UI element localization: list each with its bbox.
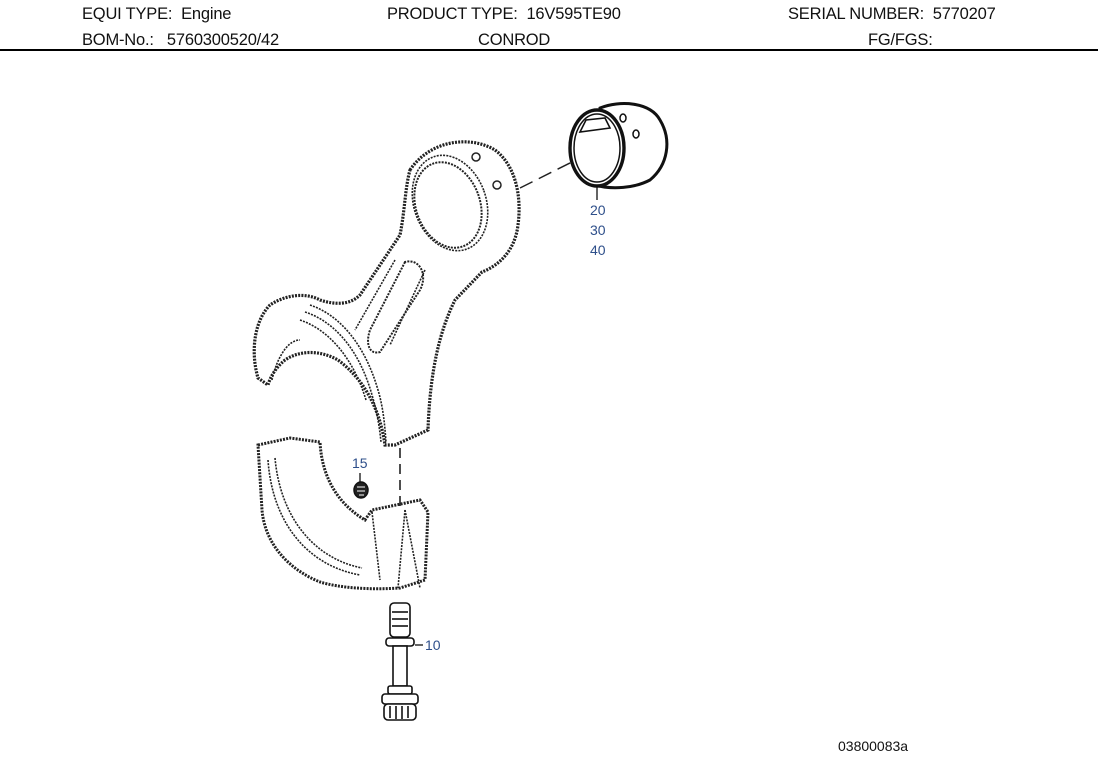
equi-type: EQUI TYPE: Engine bbox=[82, 5, 231, 24]
fg-label: FG/FGS: bbox=[868, 31, 933, 49]
bom-label: BOM-No.: bbox=[82, 31, 154, 49]
equi-type-label: EQUI TYPE: bbox=[82, 5, 173, 23]
callout-40[interactable]: 40 bbox=[590, 242, 606, 258]
bom-number: BOM-No.: 5760300520/42 bbox=[82, 31, 279, 50]
dowel-pin-icon bbox=[353, 473, 369, 499]
callout-30[interactable]: 30 bbox=[590, 222, 606, 238]
product-type: PRODUCT TYPE: 16V595TE90 bbox=[387, 5, 621, 24]
bushing-icon bbox=[568, 102, 669, 200]
serial-number-label: SERIAL NUMBER: bbox=[788, 5, 924, 23]
bolt-icon bbox=[381, 602, 423, 721]
figure-number: 03800083a bbox=[838, 738, 909, 754]
fg-fgs: FG/FGS: bbox=[868, 31, 933, 50]
callout-10[interactable]: 10 bbox=[425, 637, 441, 653]
header-divider bbox=[0, 49, 1098, 51]
bom-value: 5760300520/42 bbox=[166, 31, 280, 49]
callout-15[interactable]: 15 bbox=[352, 455, 368, 471]
serial-number: SERIAL NUMBER: 5770207 bbox=[788, 5, 996, 24]
callout-20[interactable]: 20 bbox=[590, 202, 606, 218]
product-type-label: PRODUCT TYPE: bbox=[387, 5, 518, 23]
serial-number-value: 5770207 bbox=[932, 5, 996, 23]
conrod-upper-icon bbox=[252, 140, 521, 447]
equi-type-value: Engine bbox=[181, 5, 232, 23]
assembly-name: CONROD bbox=[478, 31, 551, 49]
product-type-value: 16V595TE90 bbox=[526, 5, 621, 23]
conrod-cap-icon bbox=[256, 436, 430, 591]
